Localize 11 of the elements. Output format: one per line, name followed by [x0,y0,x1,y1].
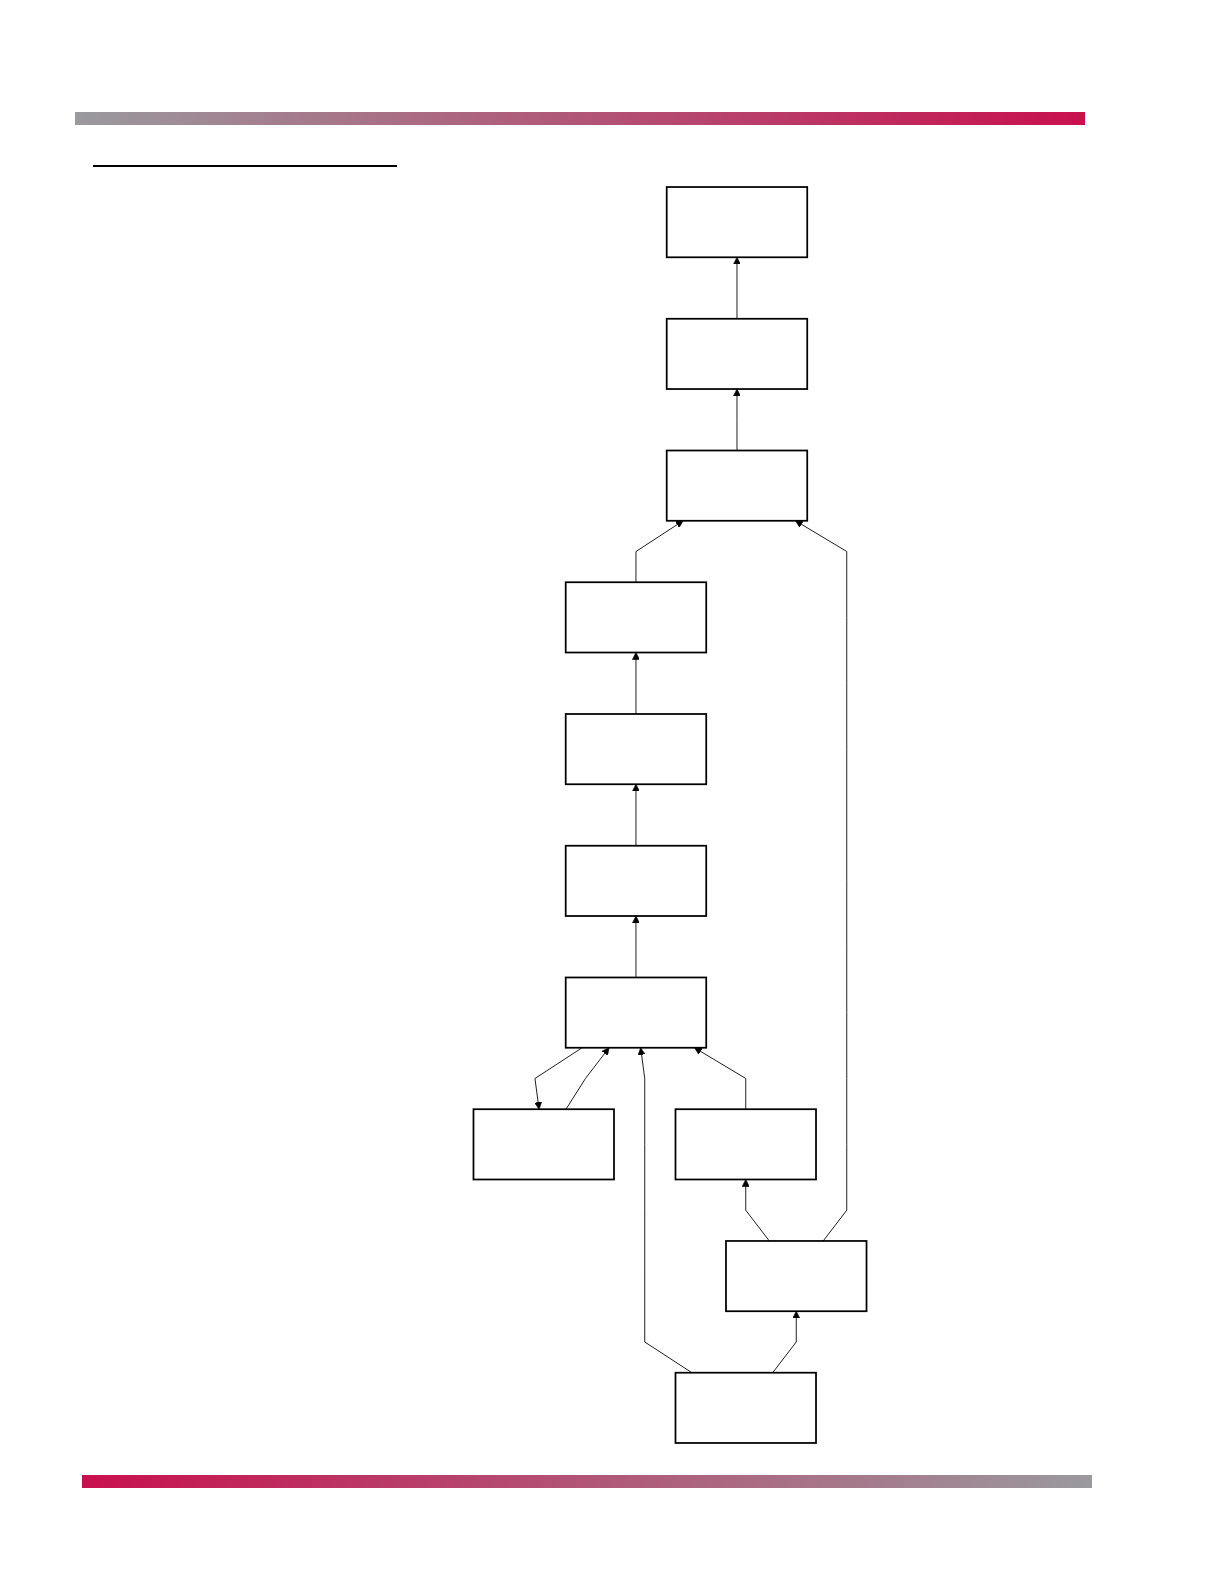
process-box [674,1371,817,1444]
process-box [665,449,809,522]
process-box [665,317,809,390]
process-box [674,1108,817,1181]
process-box [564,581,708,654]
process-box [564,976,708,1049]
process-box [564,713,708,786]
process-box [564,844,708,917]
process-box [472,1108,615,1181]
process-box [725,1240,868,1313]
process-box [665,186,809,259]
